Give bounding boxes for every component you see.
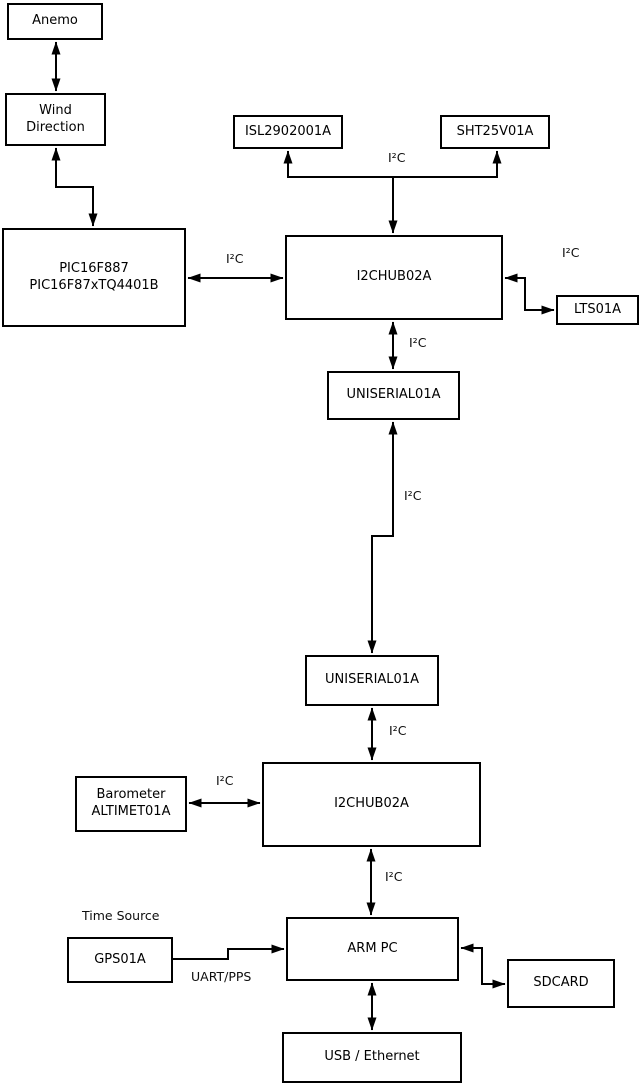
node-barometer-altimet01a: Barometer ALTIMET01A (75, 776, 187, 832)
node-anemo: Anemo (7, 3, 103, 40)
wire-hub1-isl-sht-tee (283, 150, 502, 178)
node-usb-ethernet: USB / Ethernet (282, 1032, 462, 1083)
node-barometer-label-line1: Barometer (96, 787, 166, 803)
node-wind-direction-label-line2: Direction (26, 119, 85, 135)
node-usb-ethernet-label: USB / Ethernet (324, 1049, 420, 1065)
node-barometer-label-line2: ALTIMET01A (91, 804, 171, 819)
node-pic16f887-label-line1: PIC16F887 (59, 260, 129, 276)
label-i2c-hub1-lts: I²C (562, 245, 580, 260)
node-uniserial01a-lower-label: UNISERIAL01A (325, 672, 419, 688)
node-isl2902001a: ISL2902001A (233, 115, 343, 149)
node-pic16f887-label-line2: PIC16F87xTQ4401B (29, 277, 159, 293)
node-i2chub02a-upper: I2CHUB02A (285, 235, 503, 320)
node-sdcard: SDCARD (507, 959, 615, 1008)
node-lts01a-label: LTS01A (573, 301, 622, 317)
node-anemo-label: Anemo (32, 13, 78, 29)
wire-armpc-sdcard (460, 943, 506, 989)
node-i2chub02a-upper-label: I2CHUB02A (356, 269, 432, 285)
label-i2c-trunk: I²C (404, 488, 422, 503)
label-time-source: Time Source (82, 908, 160, 923)
label-i2c-sensors-top: I²C (388, 150, 406, 165)
node-wind-direction: Wind Direction (5, 93, 106, 146)
node-wind-direction-label-line1: Wind (39, 102, 72, 118)
node-isl2902001a-label: ISL2902001A (244, 123, 332, 139)
node-lts01a: LTS01A (556, 295, 639, 325)
wire-hub1-lts (504, 273, 555, 315)
node-sdcard-label: SDCARD (533, 975, 589, 991)
node-gps01a: GPS01A (67, 937, 173, 983)
label-i2c-hub2-armpc: I²C (385, 869, 403, 884)
node-arm-pc: ARM PC (286, 917, 459, 981)
node-pic16f887: PIC16F887 PIC16F87xTQ4401B (2, 228, 186, 327)
label-i2c-uniserial2-hub2: I²C (389, 723, 407, 738)
node-gps01a-label: GPS01A (94, 951, 146, 967)
label-i2c-pic-hub1: I²C (226, 251, 244, 266)
node-i2chub02a-lower-label: I2CHUB02A (334, 796, 409, 812)
node-sht25v01a: SHT25V01A (440, 115, 550, 149)
label-i2c-barometer-hub2: I²C (216, 773, 234, 788)
node-arm-pc-label: ARM PC (347, 940, 398, 956)
node-i2chub02a-lower: I2CHUB02A (262, 762, 481, 847)
wire-winddirection-pic (51, 147, 98, 227)
node-uniserial01a-upper: UNISERIAL01A (327, 371, 460, 420)
label-uart-pps: UART/PPS (191, 969, 252, 984)
node-uniserial01a-upper-label: UNISERIAL01A (346, 387, 441, 403)
wire-gps-armpc (173, 944, 285, 960)
label-i2c-hub1-uniserial1: I²C (409, 335, 427, 350)
node-uniserial01a-lower: UNISERIAL01A (305, 655, 439, 706)
node-sht25v01a-label: SHT25V01A (456, 123, 534, 139)
wire-uniserial1-uniserial2 (367, 421, 398, 654)
